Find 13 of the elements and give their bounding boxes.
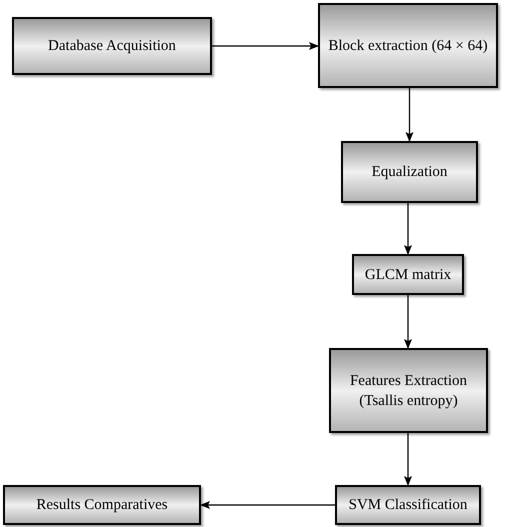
process-box: SVM Classification (335, 485, 481, 525)
process-box: Database Acquisition (12, 17, 212, 75)
process-box: Results Comparatives (3, 485, 201, 525)
arrow (404, 203, 412, 255)
arrow (404, 295, 412, 349)
arrow (212, 42, 319, 50)
process-box: Features Extraction (Tsallis entropy) (329, 348, 488, 433)
arrow (404, 433, 412, 486)
process-box: Block extraction (64 × 64) (318, 3, 498, 88)
arrow (406, 88, 414, 142)
process-box: Equalization (341, 141, 478, 203)
arrow (200, 501, 335, 509)
process-box: GLCM matrix (352, 254, 464, 295)
